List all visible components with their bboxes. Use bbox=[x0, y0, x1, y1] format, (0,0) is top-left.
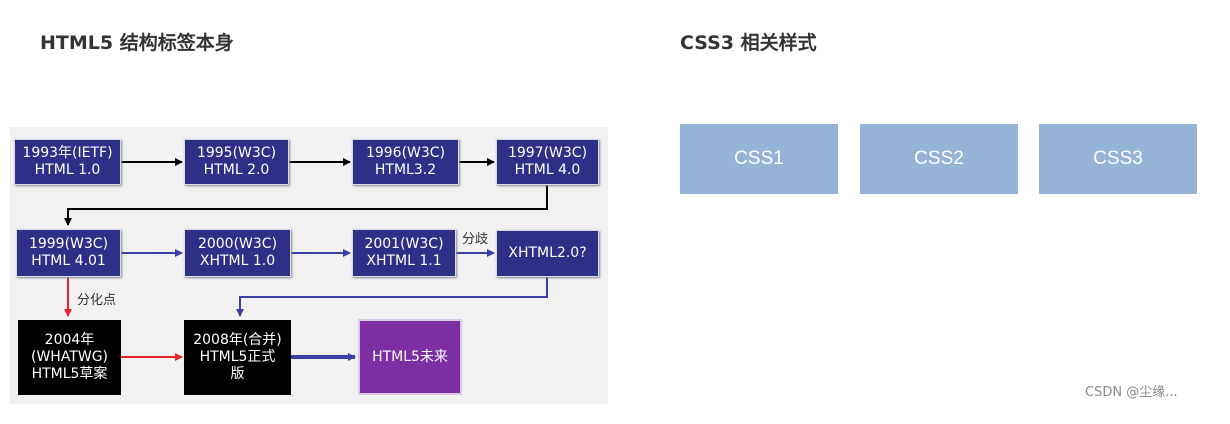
node-2001-xhtml11: 2001(W3C) XHTML 1.1 bbox=[352, 229, 456, 277]
node-2008-line2: HTML5正式 bbox=[199, 349, 276, 365]
arrow-1997-1999 bbox=[64, 185, 548, 226]
node-1996-line1: 1996(W3C) bbox=[365, 145, 446, 161]
html-history-diagram: 1993年(IETF) HTML 1.0 1995(W3C) HTML 2.0 … bbox=[10, 127, 608, 404]
node-2008-line3: 版 bbox=[230, 366, 245, 382]
node-1993-html1: 1993年(IETF) HTML 1.0 bbox=[14, 139, 121, 185]
node-2001-line1: 2001(W3C) bbox=[364, 236, 444, 252]
node-xhtml2-line1: XHTML2.0? bbox=[508, 245, 587, 261]
heading-html5-structure-tags: HTML5 结构标签本身 bbox=[40, 32, 234, 54]
node-2000-line2: XHTML 1.0 bbox=[199, 253, 276, 269]
node-2008-html5: 2008年(合并) HTML5正式 版 bbox=[184, 320, 291, 395]
css3-box: CSS3 bbox=[1039, 124, 1197, 194]
node-2008-line1: 2008年(合并) bbox=[193, 332, 282, 348]
node-2001-line2: XHTML 1.1 bbox=[366, 253, 442, 269]
css2-box: CSS2 bbox=[860, 124, 1018, 194]
diagram-connectors bbox=[64, 158, 548, 361]
css1-box: CSS1 bbox=[680, 124, 838, 194]
node-1993-line2: HTML 1.0 bbox=[34, 162, 101, 178]
node-2000-xhtml1: 2000(W3C) XHTML 1.0 bbox=[184, 229, 291, 277]
node-1996-line2: HTML3.2 bbox=[374, 162, 437, 178]
note-fork: 分歧 bbox=[462, 232, 489, 247]
note-split-point: 分化点 bbox=[77, 293, 117, 308]
node-1995-html2: 1995(W3C) HTML 2.0 bbox=[184, 139, 289, 185]
csdn-watermark: CSDN @尘缘... bbox=[1085, 385, 1178, 400]
arrow-xhtml2-2008 bbox=[236, 277, 548, 317]
node-1997-line1: 1997(W3C) bbox=[507, 145, 588, 161]
node-xhtml2: XHTML2.0? bbox=[496, 230, 599, 277]
node-2004-whatwg: 2004年 (WHATWG) HTML5草案 bbox=[18, 320, 121, 395]
heading-css3-styles: CSS3 相关样式 bbox=[680, 32, 817, 54]
node-1996-html32: 1996(W3C) HTML3.2 bbox=[352, 139, 459, 185]
node-2000-line1: 2000(W3C) bbox=[197, 236, 278, 252]
node-1999-line1: 1999(W3C) bbox=[28, 236, 109, 252]
node-2004-line2: (WHATWG) bbox=[30, 349, 109, 365]
node-1997-html4: 1997(W3C) HTML 4.0 bbox=[496, 139, 599, 185]
node-html5-future: HTML5未来 bbox=[358, 319, 462, 395]
node-1999-html401: 1999(W3C) HTML 4.01 bbox=[16, 229, 121, 277]
node-2004-line1: 2004年 bbox=[44, 332, 95, 348]
node-2004-line3: HTML5草案 bbox=[31, 366, 108, 382]
node-1995-line2: HTML 2.0 bbox=[203, 162, 270, 178]
node-1999-line2: HTML 4.01 bbox=[31, 253, 106, 269]
node-1997-line2: HTML 4.0 bbox=[514, 162, 581, 178]
node-1993-line1: 1993年(IETF) bbox=[22, 145, 113, 161]
node-1995-line1: 1995(W3C) bbox=[196, 145, 277, 161]
node-future-line1: HTML5未来 bbox=[372, 348, 448, 365]
